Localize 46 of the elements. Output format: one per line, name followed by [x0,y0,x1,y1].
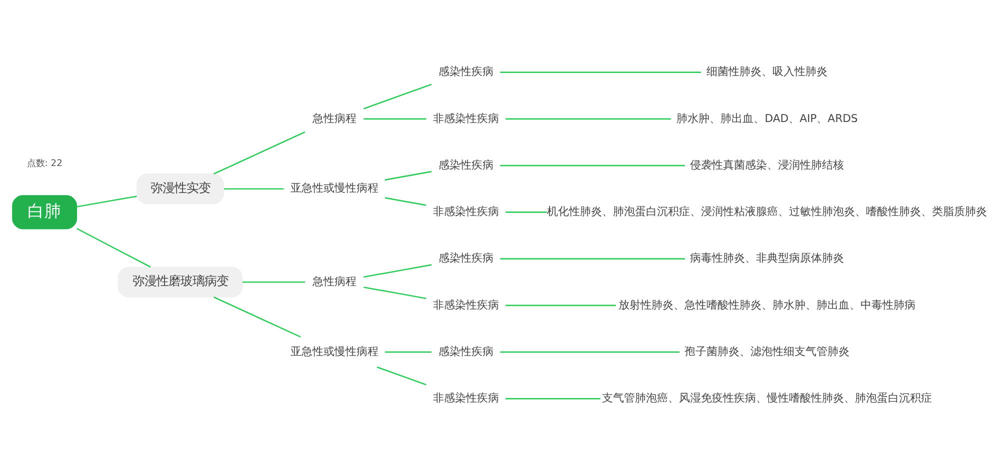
node-text: 非感染性疾病 [432,391,499,404]
connector [500,71,702,72]
node-text: 感染性疾病 [438,64,494,78]
node-text: 急性病程 [312,274,356,288]
node-text: 机化性肺炎、肺泡蛋白沉积症、浸润性粘液腺癌、过敏性肺泡炎、嗜酸性肺炎、类脂质肺炎 [547,204,988,218]
connector [364,286,426,299]
node-text: 支气管肺泡癌、风湿免疫性疾病、慢性嗜酸性肺炎、肺泡蛋白沉积症 [602,391,932,404]
node-box: 弥漫性磨玻璃病变 [118,266,243,298]
node-text: 孢子菌肺炎、滤泡性细支气管肺炎 [684,344,850,358]
connector [364,118,426,120]
connector [242,280,306,282]
connector [500,350,680,352]
node-text: 感染性疾病 [438,251,494,264]
node-text: 感染性疾病 [438,158,494,171]
node-text: 细菌性肺炎、吸入性肺炎 [706,64,828,78]
node-text: 肺水肿、肺出血、DAD、AIP、ARDS [676,111,858,124]
node-text: 非感染性疾病 [432,204,499,218]
node-text: 亚急性或慢性病程 [290,181,378,194]
connector [363,83,432,109]
node-box: 弥漫性实变 [136,172,224,204]
connector [76,195,137,207]
node-text: 非感染性疾病 [432,298,499,311]
node-text: 病毒性肺炎、非典型病原体肺炎 [690,251,844,264]
connector [384,170,432,180]
connector [364,264,432,278]
connector [385,350,432,352]
node-text: 急性病程 [312,111,356,124]
connector [224,188,284,190]
connector [500,258,685,259]
connector [384,196,426,206]
connector [506,118,671,120]
label: 点数: 22 [26,158,62,169]
connector [76,228,151,268]
node-text: 亚急性或慢性病程 [290,344,378,358]
connector [506,398,600,399]
connector [500,164,685,166]
connector [214,296,301,338]
connector [376,366,426,385]
connector [214,130,306,174]
connector [506,304,616,306]
node-text: 侵袭性真菌感染、浸润性肺结核 [690,158,844,171]
connector [506,211,547,212]
node-box: 白肺 [12,194,78,229]
node-text: 感染性疾病 [438,344,494,358]
node-text: 放射性肺炎、急性嗜酸性肺炎、肺水肿、肺出血、中毒性肺病 [618,298,916,311]
node-text: 非感染性疾病 [432,111,499,124]
